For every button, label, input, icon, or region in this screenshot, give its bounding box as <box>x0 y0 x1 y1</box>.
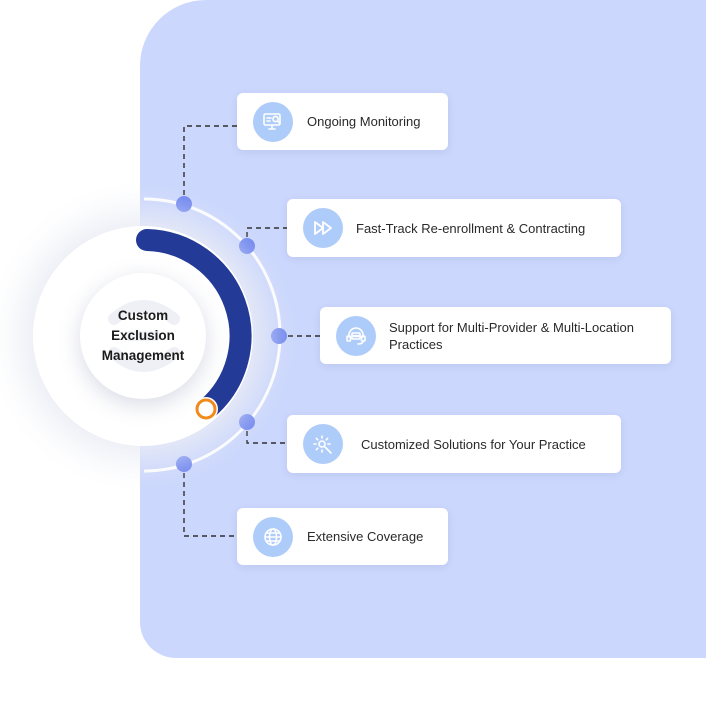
monitor-search-icon <box>253 101 293 142</box>
feature-label: Ongoing Monitoring <box>307 114 421 129</box>
feature-card-fast-track: Fast-Track Re-enrollment & Contracting <box>287 199 621 257</box>
node-2 <box>239 238 255 254</box>
logo-watermark-icon <box>108 300 180 372</box>
feature-card-extensive-coverage: Extensive Coverage <box>237 508 448 565</box>
feature-card-multi-provider: Support for Multi-Provider & Multi-Locat… <box>320 307 671 364</box>
node-3 <box>271 328 287 344</box>
gear-wrench-icon <box>303 424 343 464</box>
connector-4 <box>246 422 287 444</box>
feature-label: Support for Multi-Provider & Multi-Locat… <box>389 319 634 352</box>
fast-forward-icon <box>303 208 343 248</box>
connector-5 <box>183 464 237 537</box>
feature-label: Fast-Track Re-enrollment & Contracting <box>356 220 586 236</box>
feature-label: Customized Solutions for Your Practice <box>361 436 586 452</box>
feature-label: Extensive Coverage <box>307 529 424 544</box>
node-4 <box>239 414 255 430</box>
globe-icon <box>253 516 293 557</box>
hub-circle: Custom Exclusion Management <box>80 273 206 399</box>
connector-2 <box>246 227 287 246</box>
support-headset-icon <box>336 315 376 356</box>
feature-card-ongoing-monitoring: Ongoing Monitoring <box>237 93 448 150</box>
hub-title: Custom Exclusion Management <box>101 308 185 363</box>
node-1 <box>176 196 192 212</box>
node-5 <box>176 456 192 472</box>
feature-card-customized-solutions: Customized Solutions for Your Practice <box>287 415 621 473</box>
